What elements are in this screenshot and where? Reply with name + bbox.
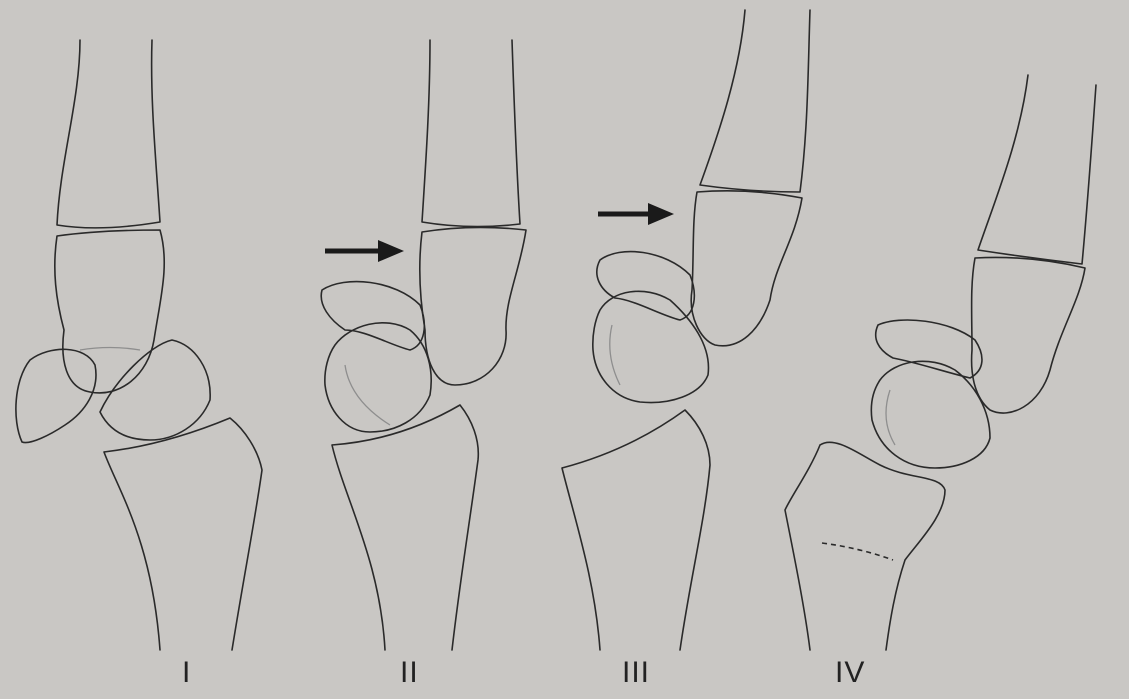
stage-1-radius: [104, 418, 262, 650]
stage-3-radius: [562, 410, 710, 650]
stage-2-scaphoid: [321, 282, 424, 350]
stage-3-arrow-head: [648, 203, 674, 225]
stage-4-drawing: [785, 75, 1096, 650]
stage-4-joint-line: [886, 390, 895, 445]
stage-label-2: II: [400, 656, 419, 690]
stage-1-scaphoid: [16, 349, 96, 442]
stage-3-metacarpal: [700, 10, 810, 192]
stage-2-arrow-head: [378, 240, 404, 262]
stage-3-capitate: [691, 191, 802, 346]
stage-1-capitate: [55, 230, 164, 393]
stage-4-metacarpal: [978, 75, 1096, 264]
stage-label-3: III: [622, 656, 650, 690]
stage-2-joint-line: [345, 365, 390, 425]
stage-1-metacarpal: [57, 40, 160, 228]
stage-label-1: I: [182, 656, 191, 690]
stage-2-drawing: [321, 40, 526, 650]
stage-2-capitate: [420, 227, 526, 385]
stage-4-radius: [785, 442, 945, 650]
stage-4-fracture-line: [822, 543, 893, 560]
stage-3-joint-line: [610, 325, 620, 385]
stage-3-drawing: [562, 10, 810, 650]
stage-1-joint-line: [80, 348, 140, 351]
stage-label-4: IV: [835, 656, 865, 690]
stage-2-radius: [332, 405, 478, 650]
stage-2-metacarpal: [422, 40, 520, 227]
stage-1-drawing: [16, 40, 262, 650]
stage-4-capitate: [972, 257, 1085, 413]
